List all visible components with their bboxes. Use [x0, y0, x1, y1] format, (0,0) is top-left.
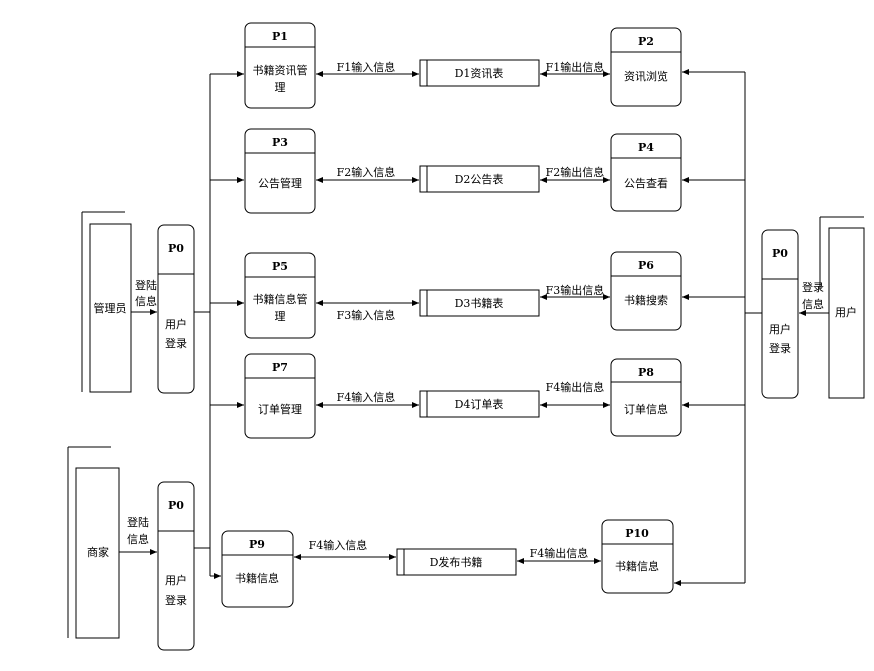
- process-p6: P6 书籍搜索: [610, 251, 682, 331]
- process-label-line1: 书籍资讯管: [253, 63, 308, 77]
- store-d5: D发布书籍: [396, 548, 517, 576]
- right-trunk-connectors: [674, 69, 762, 586]
- flow-label: 登录: [802, 280, 824, 294]
- process-p9: P9 书籍信息: [221, 530, 294, 608]
- process-id: P0: [168, 499, 184, 512]
- process-p1: P1 书籍资讯管 理: [244, 22, 316, 109]
- process-label: 订单管理: [258, 402, 302, 416]
- flow-label: 登陆: [127, 515, 149, 529]
- process-label: 公告查看: [624, 176, 668, 190]
- entity-merchant-label: 商家: [87, 545, 109, 559]
- store-d1: D1资讯表: [419, 59, 540, 87]
- store-label: D2公告表: [455, 172, 504, 186]
- process-label-line2: 登录: [165, 593, 187, 607]
- store-d2: D2公告表: [419, 165, 540, 193]
- process-label-line1: 用户: [165, 573, 187, 587]
- flow-label: F2输入信息: [337, 165, 396, 179]
- process-p10: P10 书籍信息: [601, 519, 674, 594]
- flow-label: F4输入信息: [309, 538, 368, 552]
- process-p7: P7 订单管理: [244, 353, 316, 439]
- process-label-line2: 理: [275, 81, 286, 94]
- process-p0-admin: P0 用户 登录: [157, 224, 195, 394]
- process-p4: P4 公告查看: [610, 133, 682, 212]
- process-label-line2: 理: [275, 310, 286, 323]
- entity-merchant: 商家: [67, 446, 120, 639]
- flow-label: 登陆: [135, 278, 157, 292]
- process-p0-user: P0 用户 登录: [761, 229, 799, 399]
- process-id: P5: [272, 260, 288, 273]
- store-label: D发布书籍: [430, 555, 483, 569]
- store-d3: D3书籍表: [419, 289, 540, 317]
- process-p5: P5 书籍信息管 理: [244, 252, 316, 339]
- flow-label: F4输出信息: [546, 380, 605, 394]
- flow-label: F4输入信息: [337, 390, 396, 404]
- process-label: 资讯浏览: [624, 69, 668, 83]
- process-id: P8: [638, 366, 654, 379]
- process-id: P7: [272, 361, 288, 374]
- store-label: D3书籍表: [455, 296, 504, 310]
- process-id: P4: [638, 141, 654, 154]
- flow-label: F4输出信息: [530, 546, 589, 560]
- flow-label: F2输出信息: [546, 165, 605, 179]
- process-id: P1: [272, 30, 288, 43]
- process-label: 书籍信息: [615, 559, 659, 573]
- left-trunk-connectors: [194, 71, 244, 579]
- entity-admin-label: 管理员: [94, 301, 127, 315]
- process-label-line1: 用户: [769, 322, 791, 336]
- flow-label: 信息: [802, 297, 824, 311]
- process-label: 公告管理: [258, 176, 302, 190]
- process-id: P9: [249, 538, 265, 551]
- flow-label: F3输入信息: [337, 308, 396, 322]
- process-label-line1: 用户: [165, 317, 187, 331]
- process-label-line2: 登录: [769, 341, 791, 355]
- process-id: P0: [168, 242, 184, 255]
- process-p2: P2 资讯浏览: [610, 27, 682, 107]
- process-label-line2: 登录: [165, 336, 187, 350]
- entity-user-label: 用户: [835, 305, 857, 319]
- process-p0-merchant: P0 用户 登录: [157, 481, 195, 651]
- store-label: D4订单表: [455, 397, 504, 411]
- store-d4: D4订单表: [419, 390, 540, 418]
- entity-admin: 管理员: [81, 211, 132, 393]
- process-id: P2: [638, 35, 654, 48]
- store-label: D1资讯表: [455, 66, 504, 80]
- process-id: P0: [772, 247, 788, 260]
- flow-label: F3输出信息: [546, 283, 605, 297]
- process-p3: P3 公告管理: [244, 128, 316, 214]
- flow-label: 信息: [127, 532, 149, 546]
- flow-label: F1输出信息: [546, 60, 605, 74]
- process-label: 书籍搜索: [624, 293, 668, 307]
- flow-label: 信息: [135, 294, 157, 308]
- process-label: 订单信息: [624, 402, 668, 416]
- process-id: P6: [638, 259, 654, 272]
- process-id: P10: [625, 527, 649, 540]
- flow-label: F1输入信息: [337, 60, 396, 74]
- process-label-line1: 书籍信息管: [253, 292, 308, 306]
- process-id: P3: [272, 136, 288, 149]
- process-p8: P8 订单信息: [610, 358, 682, 437]
- process-label: 书籍信息: [235, 571, 279, 585]
- entity-user: 用户: [819, 216, 865, 399]
